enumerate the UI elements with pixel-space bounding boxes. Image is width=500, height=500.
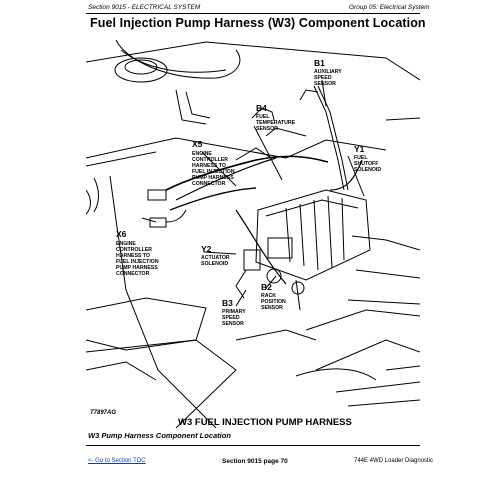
callout-id: B2 (261, 282, 272, 292)
callout-line: SOLENOID (354, 167, 381, 173)
callout-b3: B3 PRIMARY SPEED SENSOR (222, 298, 246, 327)
callout-line: SENSOR (222, 321, 244, 327)
header-rule (86, 13, 420, 14)
page-number: Section 9015 page 70 (222, 458, 288, 465)
callout-line: PUMP HARNESS (192, 175, 234, 181)
callout-line: FUEL (354, 155, 368, 161)
callout-line: SENSOR (261, 305, 283, 311)
figure-caption: W3 Pump Harness Component Location (88, 431, 231, 440)
callout-id: X6 (116, 229, 127, 239)
callout-line: ENGINE (116, 241, 136, 247)
callout-line: ACTUATOR (201, 255, 230, 261)
callout-x6: X6 ENGINE CONTROLLER HARNESS TO FUEL INJ… (116, 229, 159, 277)
harness-diagram: B1 AUXILIARY SPEED SENSOR B4 FUEL TEMPER… (85, 39, 421, 429)
callout-line: CONNECTOR (116, 271, 150, 277)
callout-line: TEMPERATURE (256, 120, 296, 126)
callout-line: PRIMARY (222, 309, 246, 315)
callout-b1: B1 AUXILIARY SPEED SENSOR (314, 58, 342, 87)
callout-y1: Y1 FUEL SHUTOFF SOLENOID (354, 144, 381, 173)
callout-line: AUXILIARY (314, 69, 342, 75)
footer-rule (86, 445, 420, 446)
page-header: Section 9015 - ELECTRICAL SYSTEM Group 0… (0, 0, 500, 30)
page-title: Fuel Injection Pump Harness (W3) Compone… (90, 16, 426, 30)
callout-id: Y2 (201, 244, 212, 254)
section-header: Section 9015 - ELECTRICAL SYSTEM (88, 4, 201, 11)
callout-line: ENGINE (192, 151, 212, 157)
callout-y2: Y2 ACTUATOR SOLENOID (201, 244, 230, 267)
callout-line: SPEED (314, 75, 332, 81)
callout-line: FUEL (256, 114, 270, 120)
callout-line: CONTROLLER (116, 247, 152, 253)
document-name: 744E 4WD Loader Diagnostic (354, 458, 434, 464)
callout-line: CONTROLLER (192, 157, 228, 163)
callout-line: SENSOR (314, 81, 336, 87)
callout-id: X5 (192, 139, 203, 149)
callout-b2: B2 RACK POSITION SENSOR (261, 282, 286, 311)
callout-line: FUEL INJECTION (192, 169, 235, 175)
group-header: Group 05: Electrical System (349, 4, 430, 11)
go-to-section-toc-link[interactable]: <- Go to Section TOC (88, 458, 146, 464)
harness-label: W3 FUEL INJECTION PUMP HARNESS (178, 417, 352, 428)
callout-line: FUEL INJECTION (116, 259, 159, 265)
callout-line: CONNECTOR (192, 181, 226, 187)
callout-line: HARNESS TO (116, 253, 150, 259)
callout-id: B3 (222, 298, 233, 308)
callout-b4: B4 FUEL TEMPERATURE SENSOR (256, 103, 296, 132)
figure-code: T7897AG (90, 410, 116, 416)
callout-id: B4 (256, 103, 267, 113)
callout-line: SHUTOFF (354, 161, 378, 167)
callout-x5: X5 ENGINE CONTROLLER HARNESS TO FUEL INJ… (192, 139, 235, 187)
callout-line: RACK (261, 293, 276, 299)
callout-line: HARNESS TO (192, 163, 226, 169)
component-location-figure: B1 AUXILIARY SPEED SENSOR B4 FUEL TEMPER… (85, 39, 421, 429)
callout-line: SPEED (222, 315, 240, 321)
callout-id: B1 (314, 58, 325, 68)
callout-line: SOLENOID (201, 261, 228, 267)
callout-line: PUMP HARNESS (116, 265, 158, 271)
callout-id: Y1 (354, 144, 365, 154)
callout-line: POSITION (261, 299, 286, 305)
callout-line: SENSOR (256, 126, 278, 132)
